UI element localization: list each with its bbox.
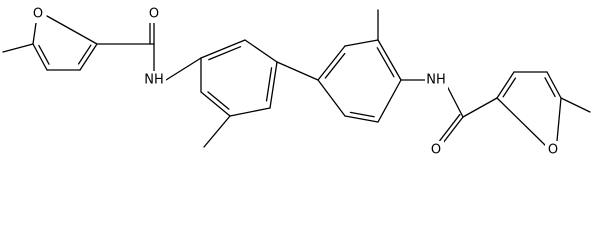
- biaryl-bond: [276, 61, 319, 81]
- bond-layer: [2, 9, 591, 148]
- furan-left-bond: [79, 43, 98, 71]
- ring-right-bond: [377, 79, 402, 123]
- label-bg: [30, 5, 46, 23]
- ring-right-bond: [344, 115, 379, 123]
- ring-left-bond: [229, 107, 271, 117]
- furan-right-double: [544, 77, 556, 98]
- ring-left-bond: [269, 61, 278, 109]
- ring-left-bond: [244, 39, 278, 63]
- amide-nh-left: NH: [144, 73, 164, 88]
- structure-canvas: O O NH NH O O: [2, 5, 591, 159]
- carbonyl-bond-right: [442, 116, 464, 144]
- label-bg: [143, 71, 166, 89]
- methyl-left-ring: [203, 115, 231, 148]
- furan-oxygen-right: O: [548, 143, 558, 158]
- furan-right-double: [502, 77, 517, 98]
- amide-nh-right: NH: [426, 73, 446, 88]
- ring-right-double: [376, 47, 395, 78]
- ring-left-double: [208, 46, 242, 61]
- label-bg: [425, 71, 448, 89]
- label-bg: [545, 141, 561, 159]
- furan-left-bond: [32, 22, 37, 45]
- ring-left-bond: [200, 91, 231, 117]
- ring-left-double: [207, 91, 230, 110]
- ring-left-double: [265, 67, 273, 102]
- furan-right-bond: [556, 97, 562, 142]
- atom-label-layer: O O NH NH O O: [30, 5, 561, 159]
- furan-left-bond: [46, 15, 98, 45]
- ring-right-double: [349, 111, 375, 118]
- ring-right-bond: [377, 39, 402, 81]
- methyl-right-furan: [560, 97, 591, 113]
- methyl-left-furan: [2, 43, 34, 53]
- carbonyl-oxygen-right: O: [431, 143, 441, 158]
- amide-n-ring-bond-left: [165, 57, 202, 81]
- ring-left-bond: [200, 39, 246, 59]
- furan-left-double: [77, 44, 92, 65]
- furan-carbonyl-bond-right: [462, 97, 498, 118]
- carbonyl-oxygen-left: O: [149, 7, 159, 22]
- furan-oxygen-left: O: [33, 7, 43, 22]
- ring-right-bond: [317, 79, 346, 117]
- furan-left-bond: [32, 43, 48, 71]
- carbonyl-double-right: [439, 113, 461, 142]
- furan-right-bond: [496, 97, 547, 147]
- ring-right-double: [324, 52, 346, 79]
- label-bg: [428, 141, 444, 159]
- furan-right-bond: [546, 71, 562, 99]
- ring-right-bond: [317, 45, 346, 81]
- ring-right-bond: [344, 39, 379, 47]
- amide-cn-bond-right: [446, 85, 464, 118]
- molecule-structure: O O NH NH O O: [2, 5, 591, 159]
- label-bg: [146, 5, 162, 23]
- furan-left-double: [38, 44, 50, 65]
- furan-right-bond: [496, 71, 515, 99]
